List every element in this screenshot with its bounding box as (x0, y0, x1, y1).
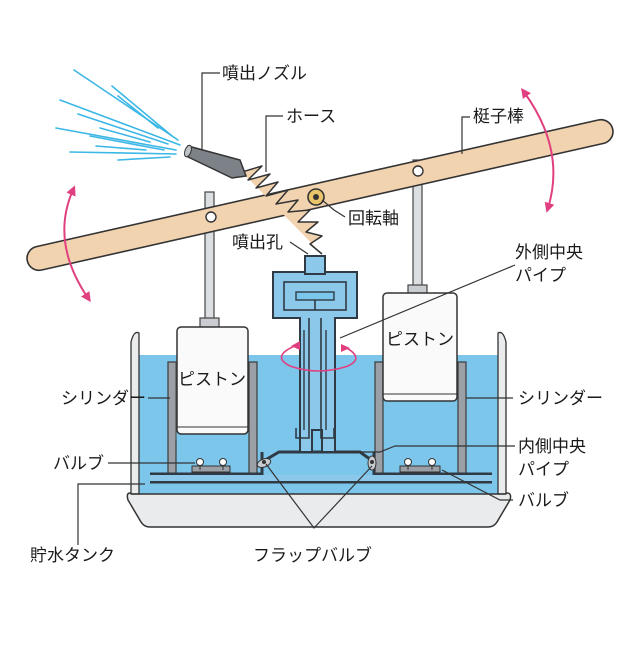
label-lever: 梃子棒 (473, 107, 524, 127)
central-pipe-assembly (272, 255, 358, 453)
valve-left (191, 458, 231, 473)
label-outer-pipe-2: パイプ (515, 266, 566, 286)
spray-nozzle (184, 144, 248, 179)
rocking-arrow-icon (63, 87, 555, 303)
label-nozzle: 噴出ノズル (222, 64, 307, 84)
piston-right: ピストン (382, 292, 458, 402)
label-cylinder-right: シリンダー (518, 389, 603, 409)
label-valve-left: バルブ (53, 453, 104, 474)
label-pivot: 回転軸 (348, 209, 399, 229)
valve-right (399, 458, 441, 473)
label-flap-valve: フラップバルブ (253, 545, 372, 566)
label-outlet-hole: 噴出孔 (232, 233, 283, 253)
spray-icon (55, 69, 181, 161)
piston-left-label: ピストン (178, 370, 246, 390)
label-inner-pipe-1: 内側中央 (518, 437, 586, 457)
label-hose: ホース (286, 107, 336, 127)
piston-left: ピストン (176, 326, 249, 435)
label-outer-pipe-1: 外側中央 (515, 243, 583, 263)
label-valve-right: バルブ (518, 490, 569, 511)
piston-right-label: ピストン (386, 330, 454, 350)
label-cylinder-left: シリンダー (61, 389, 146, 409)
hose (241, 165, 323, 255)
label-tank: 貯水タンク (30, 546, 115, 566)
rotation-arrow-icon (280, 341, 357, 372)
pivot-axle (307, 188, 325, 206)
leader-lines (77, 72, 516, 545)
label-inner-pipe-2: パイプ (518, 460, 569, 480)
